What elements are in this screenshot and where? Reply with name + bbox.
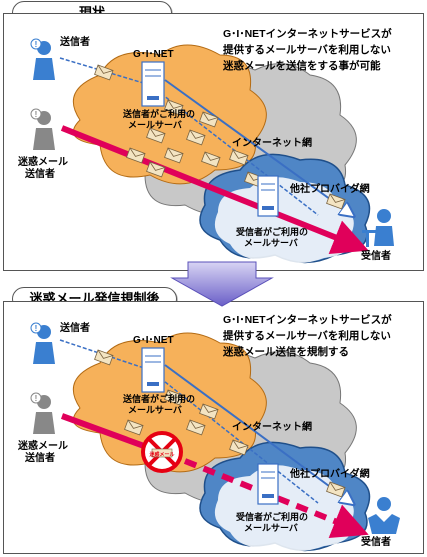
current-description-line-2: 提供するメールサーバを利用しない (223, 44, 391, 56)
sender-label-after: 送信者 (59, 321, 90, 334)
mail-server-label-line2: メールサーバ (128, 120, 182, 130)
spammer-label-line1: 迷惑メール (17, 155, 68, 168)
other-provider-label-after: 他社プロバイダ網 (289, 467, 370, 480)
sender-label: 送信者 (59, 35, 90, 48)
spammer-person-icon-after: ! (30, 392, 55, 434)
sender-person-icon-after: ! (30, 322, 55, 364)
recv-server-label-after-line1: 受信者がご利用の (236, 511, 308, 522)
svg-text:!: ! (35, 394, 38, 403)
after-description: G･I･NETインターネットサービスが 提供するメールサーバを利用しない 迷惑メ… (223, 312, 392, 360)
after-description-line-1: G･I･NETインターネットサービスが (223, 314, 392, 326)
ginet-label-after: G･I･NET (133, 335, 174, 346)
spam-arrow-blocked (60, 413, 157, 453)
spammer-label-after-line1: 迷惑メール (17, 439, 68, 452)
legit-arrow-after (164, 364, 352, 503)
receiver-label: 受信者 (361, 249, 391, 262)
receiver-person-icon-after (368, 497, 400, 534)
receiver-server-icon (257, 175, 279, 217)
after-description-line-3: 迷惑メール送信を規制する (223, 346, 349, 358)
svg-text:!: ! (35, 324, 38, 333)
other-provider-label: 他社プロバイダ網 (289, 182, 370, 195)
receiver-label-after: 受信者 (361, 535, 391, 548)
transition-arrow (170, 261, 274, 307)
recv-server-label-after-line2: メールサーバ (244, 523, 298, 533)
spam-arrow (60, 125, 369, 255)
mail-server-label-after-line2: メールサーバ (128, 405, 182, 415)
internet-label-after: インターネット網 (232, 420, 312, 433)
ginet-label: G･I･NET (133, 49, 174, 60)
current-description: G･I･NETインターネットサービスが 提供するメールサーバを利用しない 迷惑メ… (223, 26, 392, 74)
mail-server-label-after-line1: 送信者がご利用の (122, 393, 195, 404)
bottom-diagram: 迷惑メール ! ! 送信者 (17, 321, 400, 552)
internet-label: インターネット網 (232, 136, 312, 149)
receiver-server-icon-after (257, 463, 279, 505)
svg-text:!: ! (35, 40, 38, 49)
envelope-icons (94, 64, 346, 210)
legit-arrow (164, 79, 352, 215)
block-stamp-text: 迷惑メール (148, 451, 174, 458)
current-description-line-3: 迷惑メールを送信をする事が可能 (223, 60, 381, 72)
top-diagram: ! ! 送信者 G･I･NET 送信者がご利用の メールサーバ インターネット網… (17, 35, 394, 264)
receiver-person-icon (362, 209, 394, 247)
svg-text:!: ! (35, 110, 38, 119)
after-description-line-2: 提供するメールサーバを利用しない (223, 330, 391, 342)
current-description-line-1: G･I･NETインターネットサービスが (223, 28, 392, 40)
recv-server-label-line2: メールサーバ (244, 238, 298, 248)
envelope-icons-after (94, 349, 346, 498)
ginet-server-icon (141, 61, 165, 107)
spammer-label-after-line2: 送信者 (24, 451, 55, 464)
legit-route-after (59, 339, 319, 504)
ginet-server-icon-after (141, 347, 165, 393)
spammer-label-line2: 送信者 (24, 167, 55, 180)
spammer-person-icon: ! (30, 108, 55, 150)
mail-server-label-line1: 送信者がご利用の (122, 108, 195, 119)
sender-person-icon: ! (30, 38, 55, 80)
recv-server-label-line1: 受信者がご利用の (236, 226, 308, 237)
block-stamp-icon: 迷惑メール (141, 431, 183, 473)
